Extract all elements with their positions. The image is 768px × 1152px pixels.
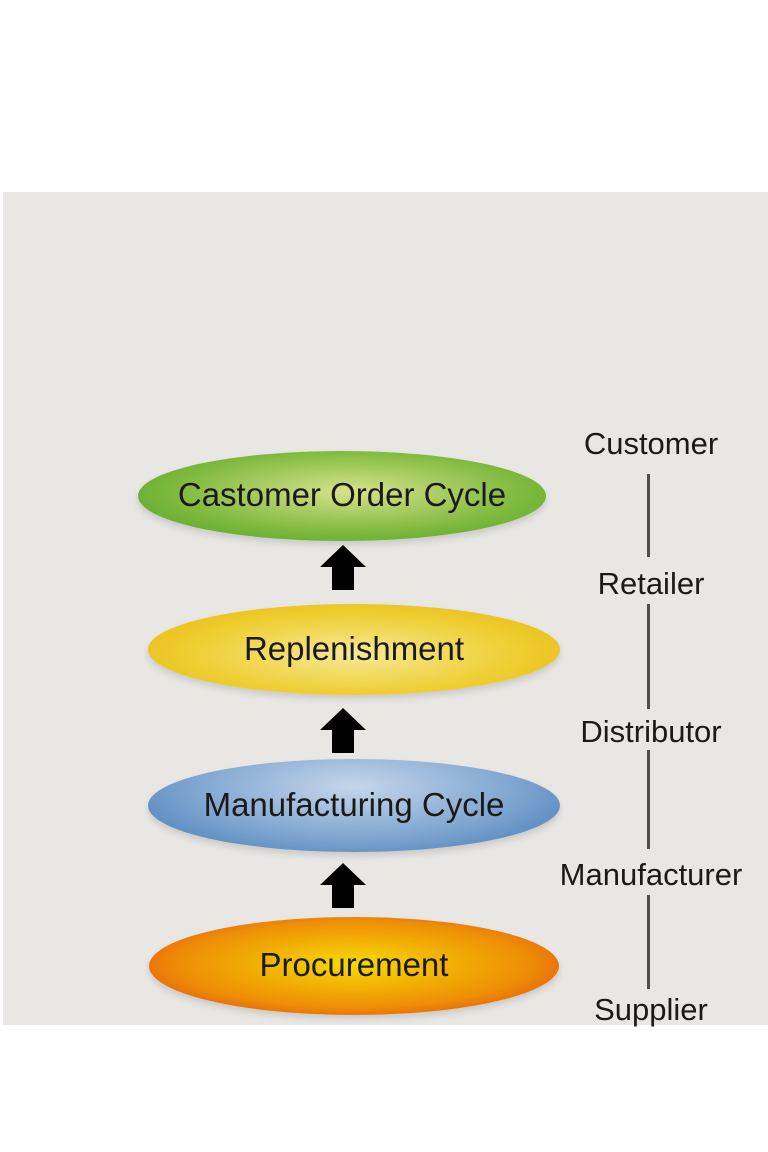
stage-label: Manufacturing Cycle	[203, 785, 505, 823]
connector-line	[647, 604, 650, 709]
stage-ellipse-procurement: Procurement	[149, 917, 559, 1015]
connector-line	[647, 474, 650, 557]
entity-label-manufacturer: Manufacturer	[559, 857, 743, 892]
diagram-panel: Castomer Order Cycle Replenishment Manuf…	[3, 192, 768, 1027]
entity-label-distributor: Distributor	[580, 714, 722, 749]
entity-label-customer: Customer	[583, 426, 719, 461]
stage-label: Procurement	[259, 946, 449, 983]
stage-ellipse-manufacturing-cycle: Manufacturing Cycle	[148, 759, 560, 852]
stage-label: Castomer Order Cycle	[177, 476, 507, 513]
stage-ellipse-customer-order-cycle: Castomer Order Cycle	[138, 451, 546, 541]
connector-line	[647, 750, 650, 849]
entity-label-supplier: Supplier	[594, 992, 708, 1027]
up-arrow-icon	[320, 545, 366, 590]
up-arrow-icon	[320, 863, 366, 908]
stage-label: Replenishment	[243, 629, 465, 667]
up-arrow-icon	[320, 708, 366, 753]
entity-label-retailer: Retailer	[597, 566, 705, 601]
connector-line	[647, 895, 650, 989]
stage-ellipse-replenishment: Replenishment	[148, 604, 560, 695]
